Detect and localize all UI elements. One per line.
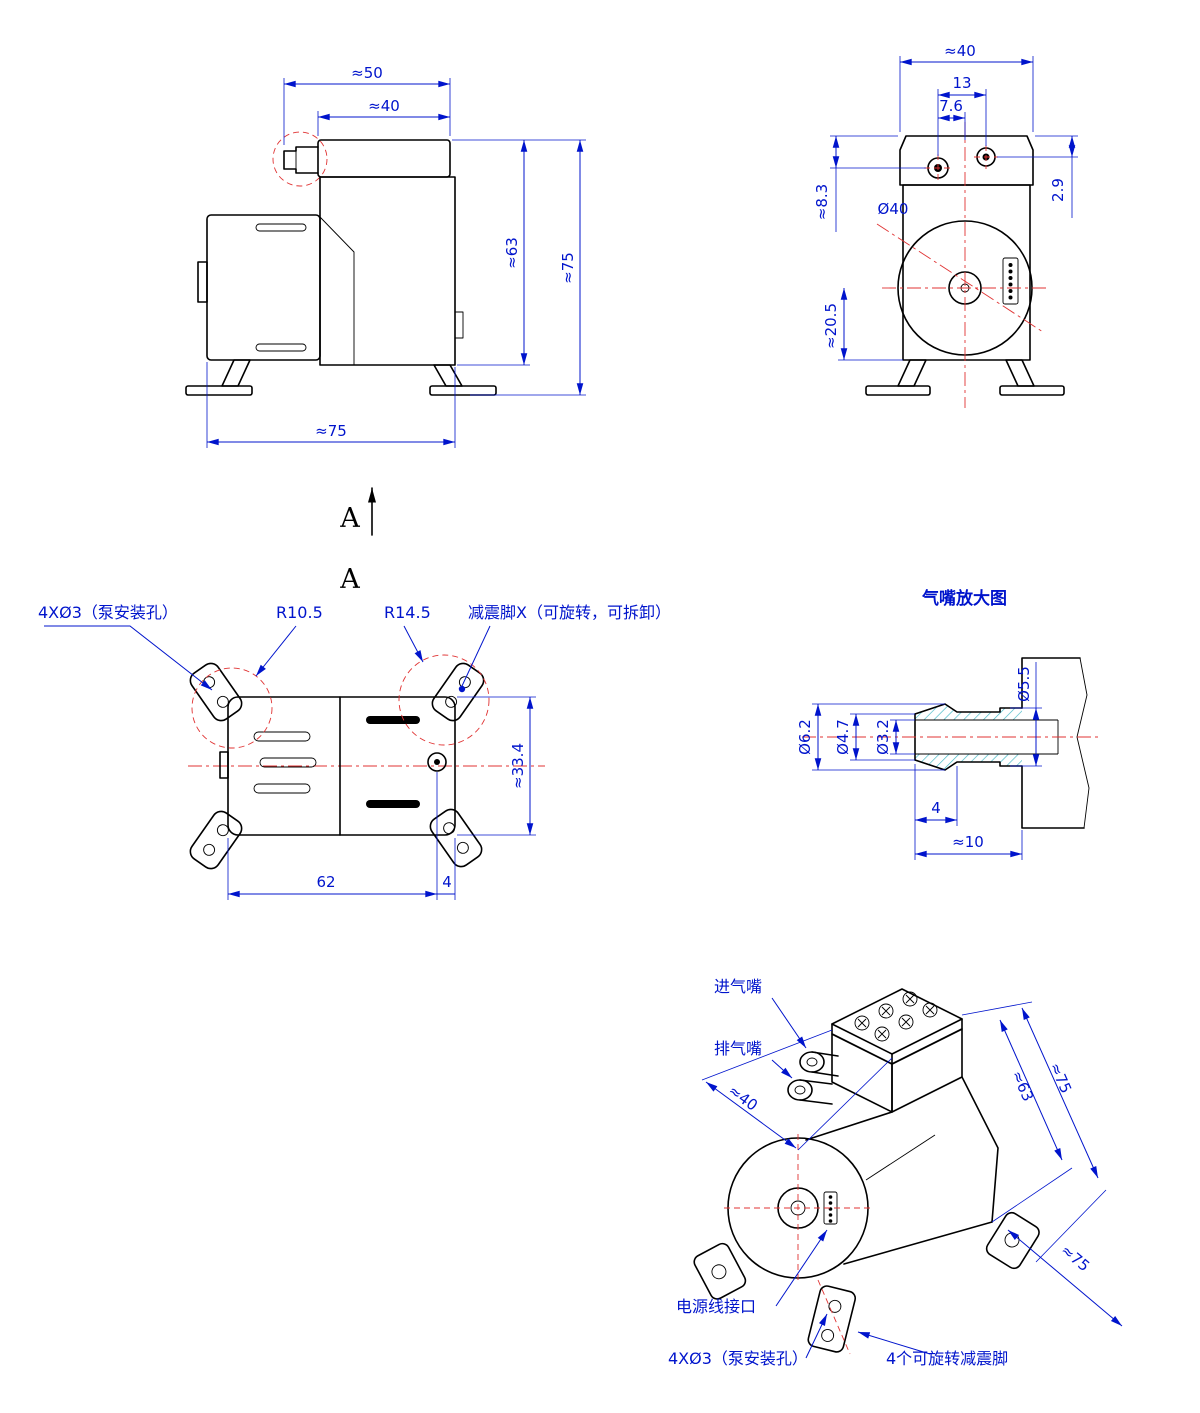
bottom-view-geometry xyxy=(188,654,545,870)
iso-dimensions: ≈40 ≈63 ≈75 ≈75 xyxy=(701,1001,1123,1327)
dim-front-port-offset: 7.6 xyxy=(939,97,963,115)
nozzle-geometry xyxy=(802,657,1100,829)
iso-labels: 进气嘴 排气嘴 电源线接口 4XØ3（泵安装孔） 4个可旋转减震脚 xyxy=(668,977,1008,1368)
dim-nozzle-shank-od: Ø4.7 xyxy=(834,719,852,755)
label-radius-small: R10.5 xyxy=(276,603,323,622)
nozzle-detail-title: 气嘴放大图 xyxy=(921,588,1007,609)
iso-view: ≈40 ≈63 ≈75 ≈75 进气嘴 排气嘴 电源线接口 4XØ3（泵安装孔）… xyxy=(668,977,1123,1368)
front-view-geometry xyxy=(865,122,1065,408)
dim-side-body-height: ≈63 xyxy=(503,237,521,269)
label-iso-mount-holes: 4XØ3（泵安装孔） xyxy=(668,1349,808,1368)
dim-bottom-width: ≈33.4 xyxy=(509,743,527,789)
dim-side-total-height: ≈75 xyxy=(559,252,577,284)
dim-iso-body-height: ≈63 xyxy=(1008,1068,1037,1104)
dim-front-port-span: 13 xyxy=(952,74,971,92)
label-mount-holes: 4XØ3（泵安装孔） xyxy=(38,603,178,622)
dim-iso-length: ≈75 xyxy=(1057,1241,1093,1275)
dim-front-screw-depth: 2.9 xyxy=(1049,178,1067,202)
front-view-dimensions: ≈40 13 7.6 ≈8.3 2.9 ≈20.5 Ø40 xyxy=(813,42,1078,361)
iso-geometry xyxy=(693,988,1040,1355)
dim-nozzle-tip-od: Ø5.5 xyxy=(1015,666,1033,702)
label-outlet-nozzle: 排气嘴 xyxy=(714,1039,762,1058)
iso-foot-left xyxy=(693,1242,747,1300)
radius-circle-large xyxy=(398,654,490,746)
foot-bottom-right xyxy=(429,808,483,868)
leader-dot xyxy=(458,685,466,693)
section-letter-top: A xyxy=(339,503,360,534)
dim-front-diameter-label: Ø40 xyxy=(878,200,909,218)
nozzle-dimensions: Ø6.2 Ø4.7 Ø3.2 Ø5.5 4 ≈10 xyxy=(796,662,1042,860)
dim-nozzle-bore: Ø3.2 xyxy=(874,719,892,755)
dim-iso-total-height: ≈75 xyxy=(1046,1060,1075,1096)
dim-nozzle-barb-len: 4 xyxy=(931,799,941,817)
dim-side-cap-width: ≈40 xyxy=(368,97,400,115)
iso-foot-hanging xyxy=(807,1285,857,1353)
dim-bottom-offset: 4 xyxy=(442,873,452,891)
iso-nozzles xyxy=(787,1051,839,1105)
top-plate-screws xyxy=(854,991,938,1042)
bottom-view: 4XØ3（泵安装孔） R10.5 R14.5 减震脚X（可旋转，可拆卸） ≈33… xyxy=(38,603,671,900)
dim-front-center-height: ≈20.5 xyxy=(822,303,840,349)
label-radius-large: R14.5 xyxy=(384,603,431,622)
side-view-dimensions: ≈50 ≈40 ≈63 ≈75 ≈75 xyxy=(206,64,586,448)
label-foot: 减震脚X（可旋转，可拆卸） xyxy=(468,603,671,622)
dim-nozzle-barb-od: Ø6.2 xyxy=(796,719,814,755)
side-view-geometry xyxy=(185,131,497,396)
dim-nozzle-total-len: ≈10 xyxy=(952,833,984,851)
dim-side-top-width: ≈50 xyxy=(351,64,383,82)
radius-circle-small xyxy=(191,667,273,749)
front-view: ≈40 13 7.6 ≈8.3 2.9 ≈20.5 Ø40 xyxy=(813,42,1078,408)
side-view: ≈50 ≈40 ≈63 ≈75 ≈75 xyxy=(185,64,586,448)
dim-front-top-width: ≈40 xyxy=(944,42,976,60)
label-inlet-nozzle: 进气嘴 xyxy=(714,977,762,996)
dim-side-base-width: ≈75 xyxy=(315,422,347,440)
dim-front-top-height: ≈8.3 xyxy=(813,184,831,220)
dim-bottom-length: 62 xyxy=(316,873,335,891)
label-power-connector: 电源线接口 xyxy=(676,1297,756,1316)
bottom-view-dimensions: ≈33.4 62 4 xyxy=(227,696,536,900)
section-letter-bottom: A xyxy=(339,564,360,595)
foot-top-right xyxy=(431,662,485,722)
foot-bottom-left xyxy=(189,810,243,870)
section-marker: A A xyxy=(339,487,376,595)
nozzle-highlight-circle xyxy=(272,131,328,187)
bottom-view-labels: 4XØ3（泵安装孔） R10.5 R14.5 减震脚X（可旋转，可拆卸） xyxy=(38,603,671,693)
nozzle-detail-view: 气嘴放大图 Ø6.2 Ø4.7 Ø3.2 xyxy=(796,588,1100,860)
label-rotatable-feet: 4个可旋转减震脚 xyxy=(886,1349,1008,1368)
